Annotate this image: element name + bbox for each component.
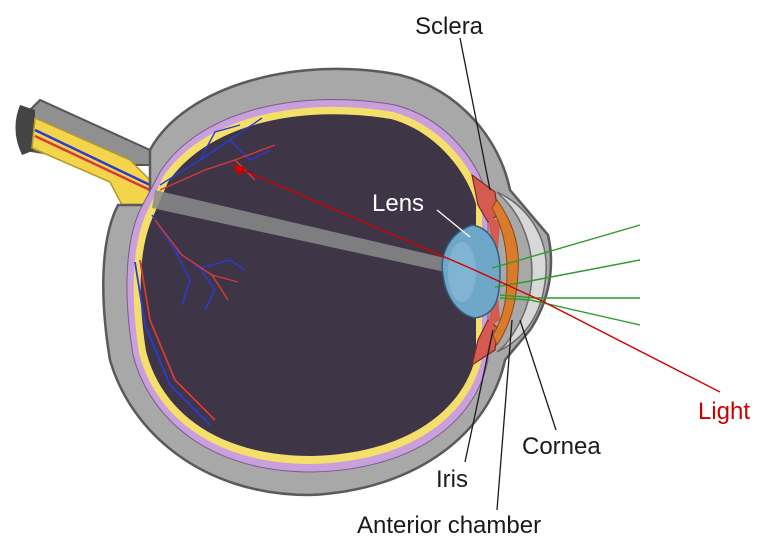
label-sclera: Sclera [415,13,484,40]
label-anterior-chamber: Anterior chamber [357,512,541,538]
label-cornea: Cornea [522,433,601,460]
label-iris: Iris [436,466,468,493]
label-light: Light [698,398,750,425]
label-lens: Lens [372,190,424,217]
optic-nerve [15,100,150,205]
